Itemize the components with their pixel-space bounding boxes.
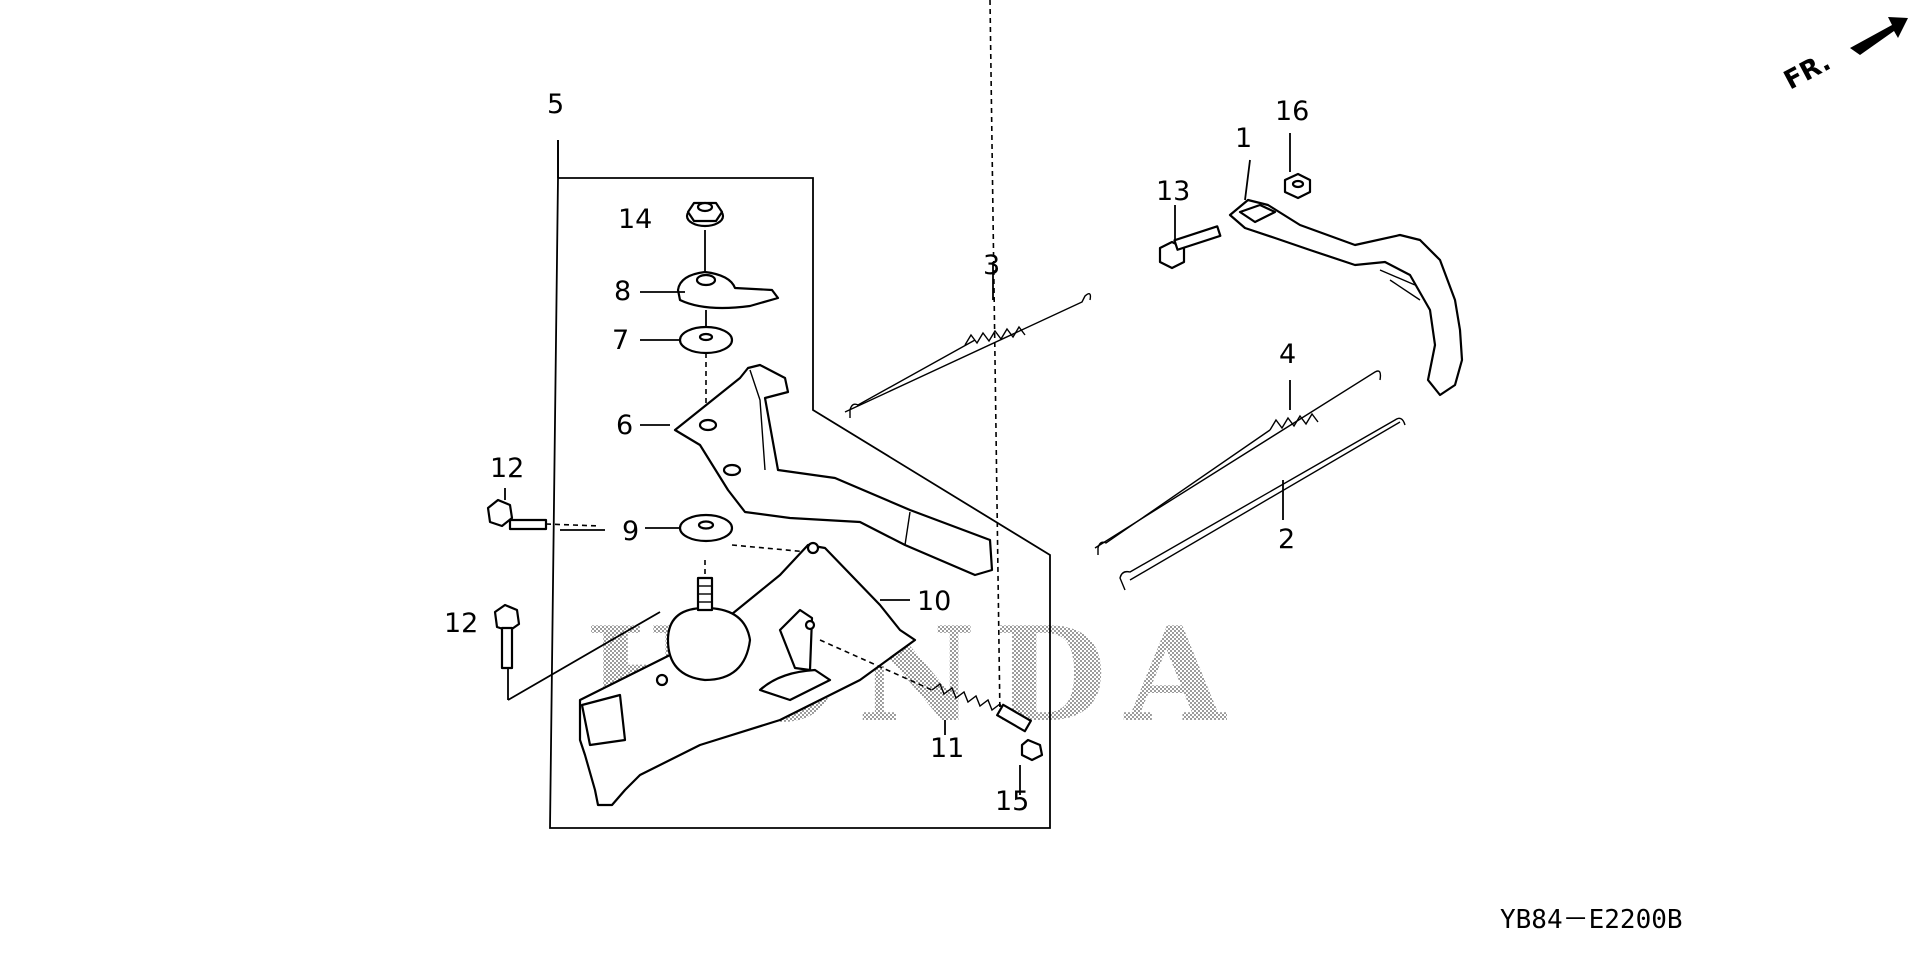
callout-6: 6 (616, 410, 633, 441)
bolt-part-12-lower (493, 603, 521, 670)
callout-14: 14 (618, 204, 652, 235)
assembly-frame (549, 140, 1051, 829)
callout-11: 11 (930, 733, 964, 764)
base-plate-part (578, 541, 917, 807)
spring-rod-part-4 (1094, 370, 1382, 555)
bolt-part-15 (996, 703, 1044, 762)
callout-12-upper: 12 (490, 453, 524, 484)
callout-5: 5 (547, 89, 564, 120)
callout-10: 10 (917, 586, 951, 617)
spring-rod-part-3 (844, 293, 1092, 418)
callout-16: 16 (1275, 96, 1309, 127)
bolt-part-12-upper (486, 498, 548, 531)
callout-1: 1 (1235, 123, 1252, 154)
bolt-part-13 (1158, 225, 1222, 270)
control-lever-part (673, 363, 994, 577)
callout-3: 3 (983, 250, 1000, 281)
callout-2: 2 (1278, 524, 1295, 555)
washer-part-9 (678, 513, 734, 543)
callout-13: 13 (1156, 176, 1190, 207)
front-direction-arrow-icon (1850, 17, 1908, 55)
callout-8: 8 (614, 276, 631, 307)
washer-part (678, 325, 734, 355)
front-direction-label: FR. (1779, 47, 1836, 96)
callout-15: 15 (995, 786, 1029, 817)
spring-part-11 (931, 682, 1005, 715)
flange-nut-part (685, 201, 725, 228)
callout-7: 7 (612, 325, 629, 356)
callout-12-lower: 12 (444, 608, 478, 639)
diagram-code: YB84－E2200B (1500, 905, 1683, 935)
callout-9: 9 (622, 516, 639, 547)
nut-part-16 (1283, 172, 1312, 200)
cam-plate-part (676, 270, 780, 310)
rod-part-2 (1119, 417, 1406, 591)
governor-arm-part-1 (1228, 198, 1464, 397)
callout-4: 4 (1279, 339, 1296, 370)
